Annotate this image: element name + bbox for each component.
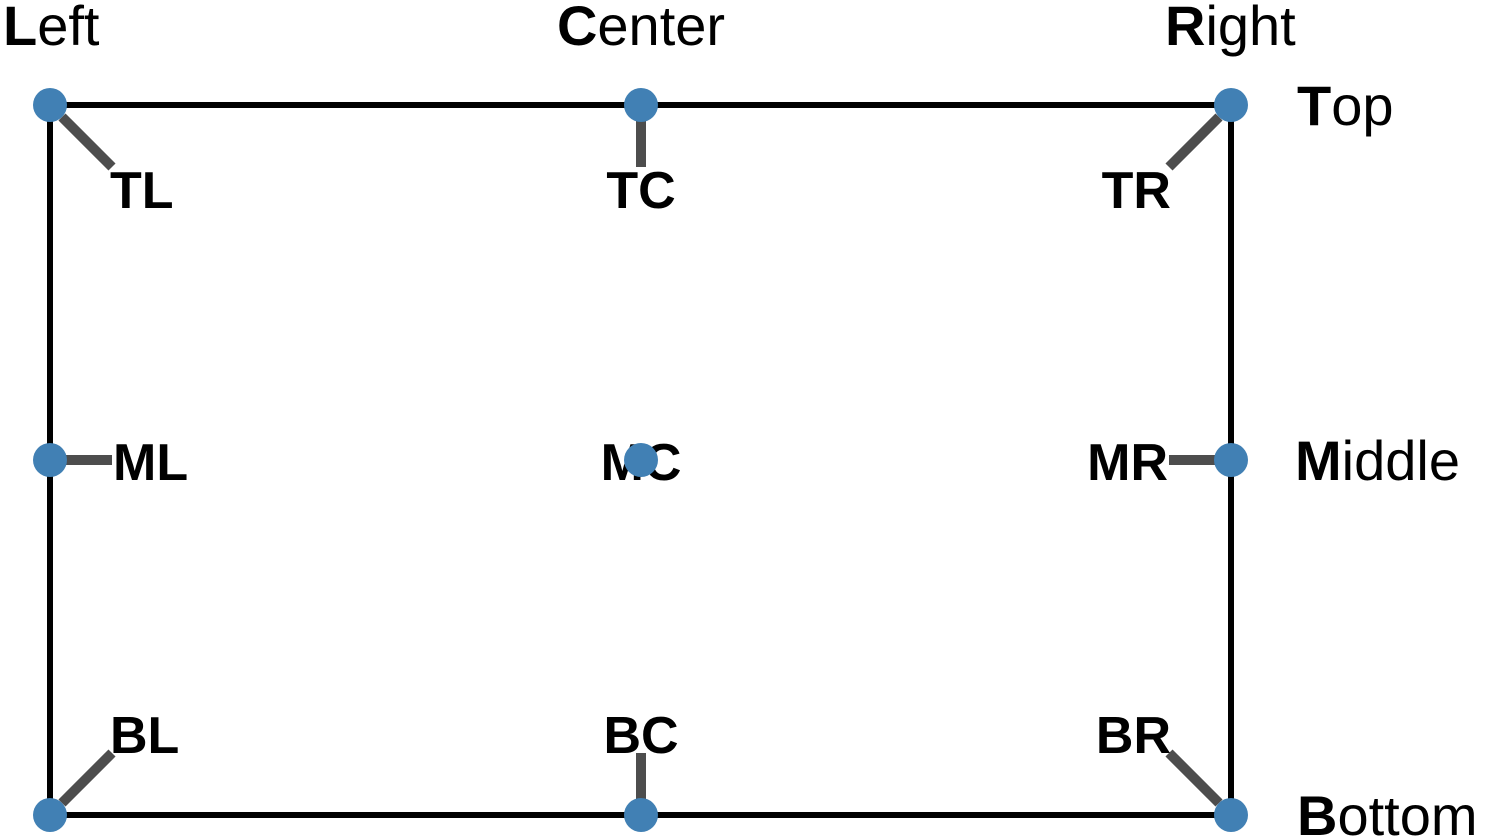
axis-label-left-rest: eft	[37, 0, 100, 57]
axis-label-top-initial: T	[1297, 74, 1331, 137]
axis-label-center-rest: enter	[597, 0, 725, 57]
anchor-label-mr: MR	[1087, 434, 1168, 492]
axis-label-middle-initial: M	[1295, 429, 1342, 492]
anchor-dot-br[interactable]	[1214, 798, 1248, 832]
anchor-label-tl: TL	[110, 162, 174, 220]
axis-label-right-initial: R	[1165, 0, 1205, 57]
anchor-label-br: BR	[1096, 707, 1171, 765]
anchor-label-ml: ML	[113, 434, 188, 492]
leader-lines-group	[58, 113, 1223, 807]
axis-label-center: Center	[557, 0, 725, 57]
anchor-dot-mc[interactable]	[624, 443, 658, 477]
anchor-dot-tl[interactable]	[33, 88, 67, 122]
anchor-dot-mr[interactable]	[1214, 443, 1248, 477]
axis-label-middle-rest: iddle	[1342, 429, 1460, 492]
axis-label-right-rest: ight	[1205, 0, 1296, 57]
axis-label-left-initial: L	[3, 0, 37, 57]
anchor-label-tr: TR	[1102, 162, 1171, 220]
axis-label-right: Right	[1165, 0, 1296, 57]
column-axis-labels-group: Left Center Right	[3, 0, 1296, 57]
anchor-dot-tc[interactable]	[624, 88, 658, 122]
leader-line-bl	[58, 749, 116, 807]
leader-line-tl	[58, 113, 116, 171]
axis-label-left: Left	[3, 0, 100, 57]
leader-line-tr	[1165, 113, 1223, 171]
axis-label-bottom-initial: B	[1297, 784, 1337, 839]
row-axis-labels-group: Top Middle Bottom	[1295, 74, 1478, 839]
anchor-dots-group	[33, 88, 1248, 832]
anchor-label-bl: BL	[110, 707, 179, 765]
axis-label-bottom: Bottom	[1297, 784, 1478, 839]
anchor-label-bc: BC	[603, 707, 678, 765]
anchor-dot-tr[interactable]	[1214, 88, 1248, 122]
axis-label-middle: Middle	[1295, 429, 1460, 492]
axis-label-center-initial: C	[557, 0, 597, 57]
axis-label-bottom-rest: ottom	[1337, 784, 1477, 839]
anchor-label-tc: TC	[606, 162, 675, 220]
leader-line-br	[1165, 749, 1223, 807]
anchor-dot-bl[interactable]	[33, 798, 67, 832]
anchor-labels-group: TL TC TR ML MC MR BL BC BR	[110, 162, 1171, 765]
axis-label-top-rest: op	[1331, 74, 1393, 137]
anchor-dot-bc[interactable]	[624, 798, 658, 832]
anchor-dot-ml[interactable]	[33, 443, 67, 477]
axis-label-top: Top	[1297, 74, 1394, 137]
